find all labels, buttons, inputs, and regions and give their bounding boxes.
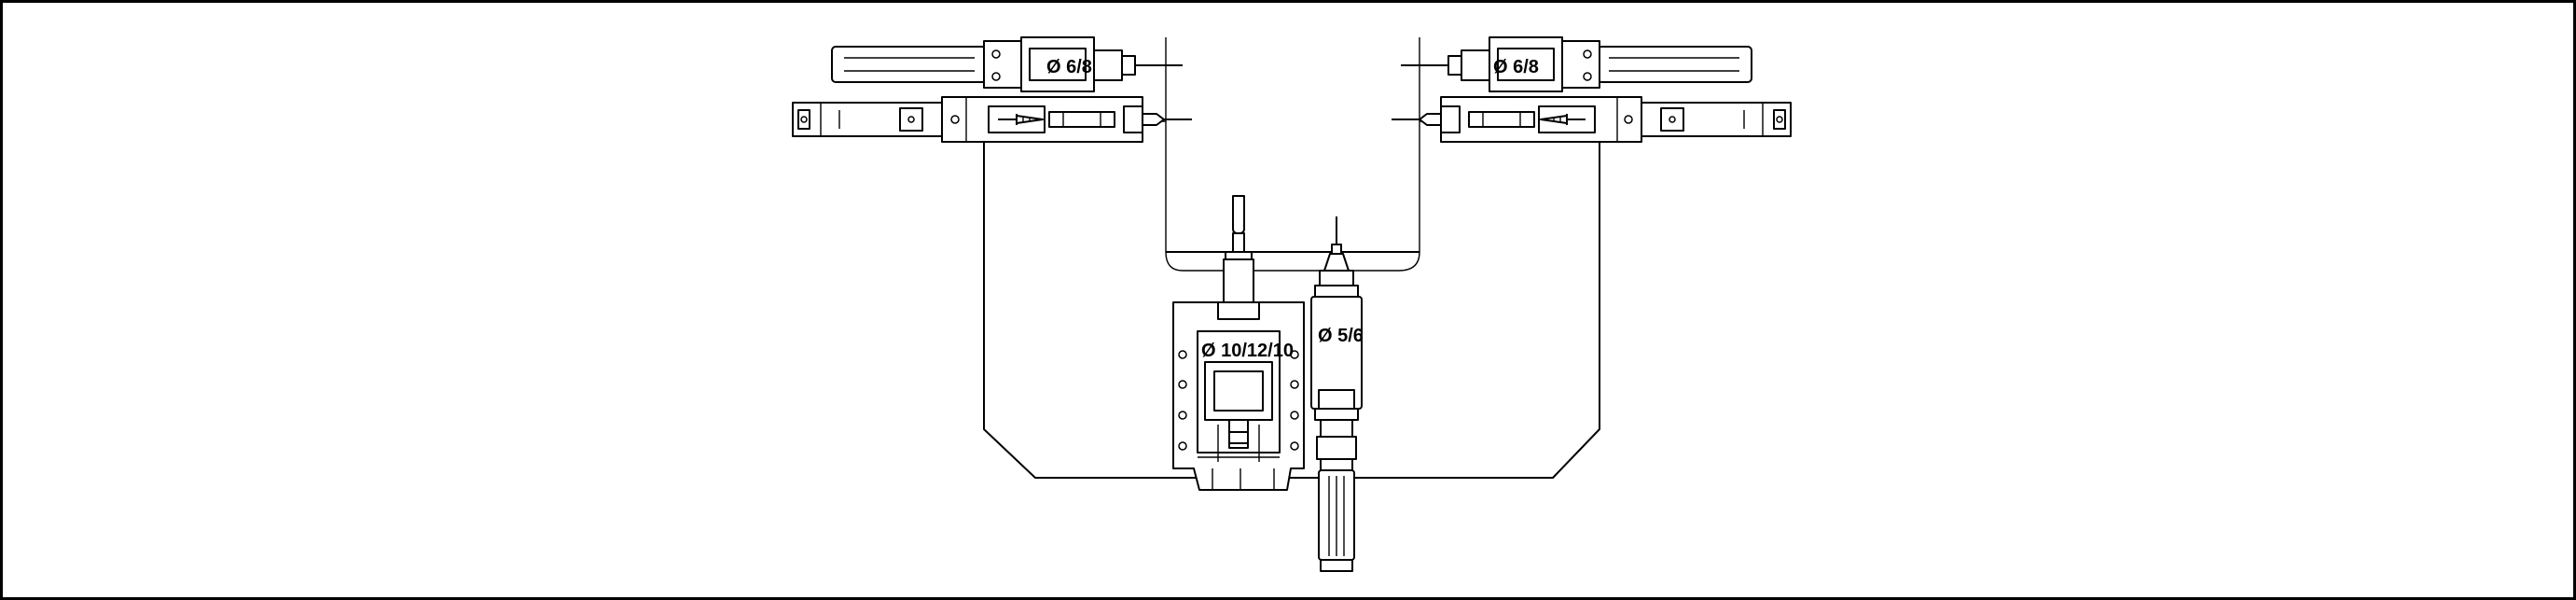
screw-icon	[1540, 114, 1586, 125]
cylinder-top-left-upper: Ø 6/8	[831, 36, 1183, 92]
cylinder-top-left-lower	[792, 96, 1192, 143]
spindle-unit-center: Ø 10/12/10	[1172, 195, 1305, 491]
spindle-unit-side: Ø 5/6	[1310, 216, 1364, 572]
label-top-right: Ø 6/8	[1493, 57, 1539, 77]
cylinder-top-right-lower	[1392, 96, 1792, 143]
label-center-unit: Ø 10/12/10	[1201, 341, 1294, 361]
cylinder-top-right-upper: Ø 6/8	[1401, 36, 1752, 92]
label-top-left: Ø 6/8	[1046, 57, 1092, 77]
label-side-unit: Ø 5/6	[1318, 326, 1364, 346]
screw-icon	[998, 114, 1044, 125]
